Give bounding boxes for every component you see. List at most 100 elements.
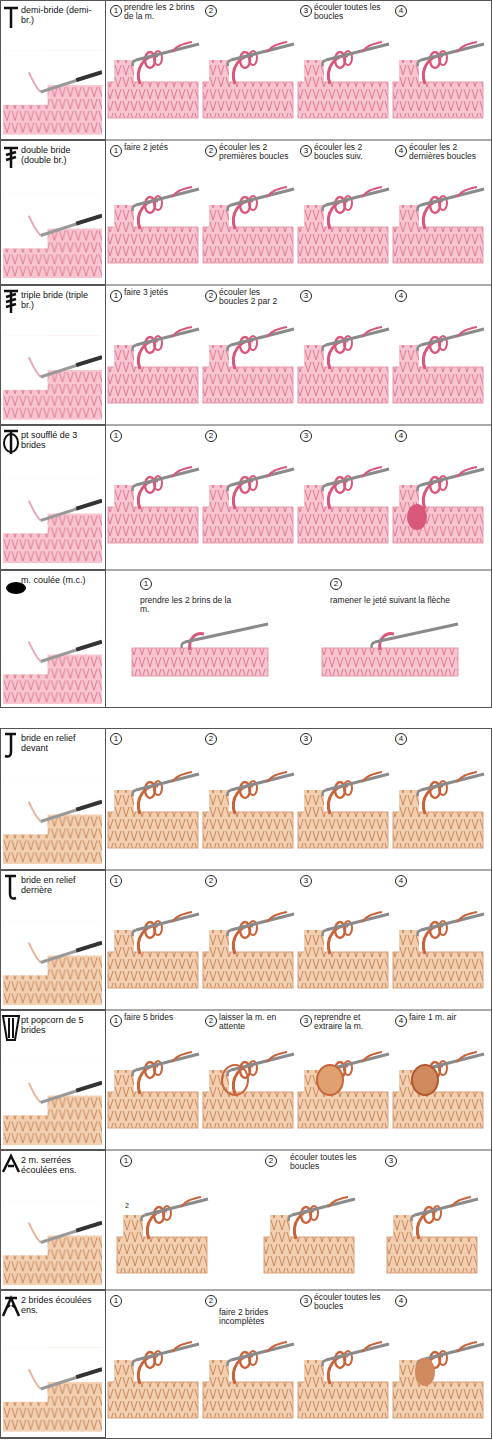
step-drawing [322, 624, 458, 676]
step-note: prendre les 2 brins de la m. [140, 596, 240, 615]
step-number: 1 [110, 5, 122, 17]
step-drawing [298, 327, 389, 403]
step-number: 1 [140, 578, 152, 590]
stitch-photo [3, 479, 102, 563]
step-drawing [108, 327, 199, 403]
step-number: 1 [110, 290, 122, 302]
step-note: faire 2 jetés [124, 143, 196, 152]
stitch-symbol [4, 291, 18, 313]
step-drawing [298, 187, 389, 263]
stitch-name-cell: pt popcorn de 5 brides [0, 1010, 106, 1150]
step-number: 3 [300, 290, 312, 302]
step-number: 3 [300, 1015, 312, 1027]
step-drawing [203, 187, 294, 263]
step-number: 4 [395, 290, 407, 302]
step-number: 4 [395, 430, 407, 442]
step-number: 2 [205, 1015, 217, 1027]
stitch-photo [3, 1061, 102, 1145]
step-number: 3 [385, 1155, 397, 1167]
stitch-name: 2 brides écoulées ens. [21, 1295, 103, 1316]
stitch-photo [3, 50, 102, 134]
step-drawing [393, 1342, 484, 1418]
puff-stitch [407, 504, 427, 530]
stitch-name-cell: m. coulée (m.c.) [0, 570, 106, 708]
step-number: 1 [110, 430, 122, 442]
step-drawing [298, 42, 389, 118]
stitch-name: bride en relief devant [21, 733, 103, 754]
step-number: 2 [205, 5, 217, 17]
step-note: écouler les 2 dernières boucles [409, 143, 489, 162]
step-number: 2 [205, 875, 217, 887]
step-number: 3 [300, 5, 312, 17]
step-drawing [393, 467, 484, 543]
stitch-symbol [5, 876, 16, 899]
step-drawing [393, 187, 484, 263]
stitch-photo [3, 335, 102, 419]
step-note: prendre les 2 brins de la m. [124, 3, 196, 22]
step-number: 1 [110, 1015, 122, 1027]
step-note: écouler toutes les boucles [314, 1293, 386, 1312]
step-drawing [108, 912, 199, 988]
step-drawing [203, 467, 294, 543]
step-note: écouler toutes les boucles [290, 1153, 380, 1172]
step-drawing [108, 187, 199, 263]
step-number: 4 [395, 1015, 407, 1027]
step-number: 4 [395, 5, 407, 17]
popcorn-stitch [222, 1065, 248, 1095]
step-drawing [203, 772, 294, 848]
step-drawing [298, 467, 389, 543]
step-drawing [203, 912, 294, 988]
stitch-name-cell: pt soufflé de 3 brides [0, 425, 106, 570]
step-number: 1 [110, 733, 122, 745]
step-note: laisser la m. en attente [219, 1013, 291, 1032]
step-number: 2 [205, 290, 217, 302]
step-number: 1 [110, 875, 122, 887]
step-number: 4 [395, 875, 407, 887]
step-drawing [132, 624, 268, 676]
step-note: faire 5 brides [124, 1013, 196, 1022]
step-note: écouler toutes les boucles [314, 3, 386, 22]
step-number: 3 [300, 875, 312, 887]
stitch-name: bride en relief derrière [21, 875, 103, 896]
stitch-name: m. coulée (m.c.) [21, 575, 103, 585]
stitch-name-cell: double bride (double br.) [0, 140, 106, 285]
step-number: 3 [300, 430, 312, 442]
step-drawing [108, 1342, 199, 1418]
step-drawing [393, 42, 484, 118]
step-note: reprendre et extraire la m. [314, 1013, 386, 1032]
stitch-name-cell: demi-bride (demi-br.) [0, 0, 106, 140]
step-note: faire 3 jetés [124, 288, 196, 297]
stitch-name-cell: bride en relief devant [0, 728, 106, 870]
step-note: ramener le jeté suivant la flèche [330, 596, 460, 605]
stitch-name: pt soufflé de 3 brides [21, 430, 103, 451]
stitch-photo [3, 194, 102, 278]
step-drawing [264, 1197, 355, 1273]
step-drawing [298, 772, 389, 848]
step-number: 3 [300, 1295, 312, 1307]
stitch-symbol [5, 734, 16, 757]
step-drawing [298, 912, 389, 988]
step-drawing [108, 42, 199, 118]
stitch-name: pt popcorn de 5 brides [21, 1015, 103, 1036]
stitch-symbol [3, 1156, 19, 1172]
step-number: 2 [205, 733, 217, 745]
step-number: 2 [205, 1295, 217, 1307]
popcorn-stitch [317, 1065, 343, 1095]
step-note: écouler les boucles 2 par 2 [219, 288, 291, 307]
step-number: 1 [120, 1155, 132, 1167]
stitch-symbol [3, 1298, 19, 1316]
step-number: 1 [110, 145, 122, 157]
stitch-symbol [4, 148, 18, 168]
stitch-photo [3, 1347, 102, 1431]
step-drawing [203, 42, 294, 118]
step-drawing [203, 327, 294, 403]
step-drawing [387, 1197, 478, 1273]
step-drawing [117, 1197, 208, 1273]
step-drawing [203, 1342, 294, 1418]
stitch-name-cell: 2 brides écoulées ens. [0, 1290, 106, 1438]
photo-cells [3, 50, 102, 1431]
step-drawing [108, 1052, 199, 1128]
step-drawing [108, 772, 199, 848]
step-note: faire 2 brides incomplètes [219, 1308, 291, 1327]
